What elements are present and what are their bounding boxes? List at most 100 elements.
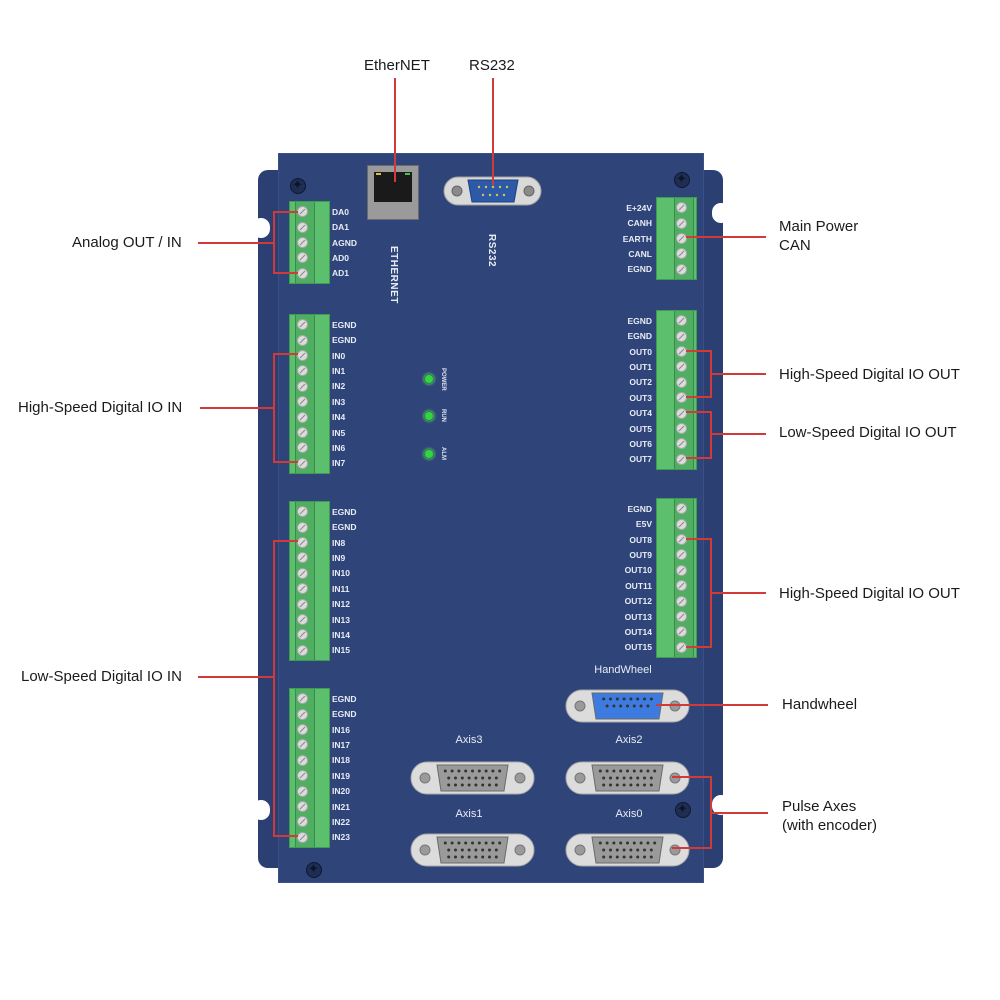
hs-out-1-callout: High-Speed Digital IO OUT xyxy=(779,366,960,383)
terminal-pin-label: IN10 xyxy=(332,568,350,579)
pulse-callout-line xyxy=(710,812,768,814)
terminal-screw xyxy=(297,380,308,392)
pulse-axes-callout: Pulse Axes (with encoder) xyxy=(782,797,877,835)
terminal-pin-label: EGND xyxy=(332,506,357,517)
terminal-pin-label: AGND xyxy=(332,237,358,248)
terminal-pin-label: IN5 xyxy=(332,427,346,438)
ethernet-port xyxy=(367,165,419,220)
terminal-screw xyxy=(297,267,308,279)
conn-axis1-shape xyxy=(410,833,535,867)
terminal-pin-label: OUT6 xyxy=(629,438,652,449)
terminal-pin-label: EGND xyxy=(627,503,652,514)
ethernet-callout: EtherNET xyxy=(364,57,430,74)
terminal-pin-label: IN14 xyxy=(332,629,350,640)
terminal-pin-label: IN15 xyxy=(332,645,350,656)
terminal-screw xyxy=(297,831,308,843)
terminal-screw xyxy=(676,361,687,373)
ls-in-bracket xyxy=(273,540,275,836)
hs-out-2-bracket-top xyxy=(686,538,711,540)
terminal-pin-label: DA1 xyxy=(332,222,350,233)
terminal-screw xyxy=(297,583,308,595)
terminal-screw xyxy=(297,754,308,766)
ethernet-board-label: ETHERNET xyxy=(388,246,399,304)
pulse-axes-callout-line1: Pulse Axes xyxy=(782,798,857,815)
terminal-screw xyxy=(297,537,308,548)
terminal-screw xyxy=(297,708,308,720)
hs-out-2-callout-line xyxy=(710,592,766,594)
terminal-screw xyxy=(676,248,687,260)
analog-bracket xyxy=(273,211,275,273)
axis3-connector-label: Axis3 xyxy=(455,734,483,746)
terminal-pin-label: IN6 xyxy=(332,442,346,453)
handwheel-callout-line xyxy=(656,704,768,706)
terminal-screw xyxy=(676,580,687,592)
mounting-notch xyxy=(252,218,270,238)
terminal-screw xyxy=(297,644,308,656)
analog-bracket-top xyxy=(273,211,298,213)
terminal-screw xyxy=(297,457,308,469)
hs-out-1-bracket-top xyxy=(686,350,711,352)
terminal-pin-label: IN22 xyxy=(332,816,350,827)
terminal-screw xyxy=(676,453,687,465)
terminal-screw xyxy=(297,629,308,641)
terminal-screw xyxy=(676,611,687,622)
terminal-screw xyxy=(297,614,308,625)
rs232-port xyxy=(443,176,542,206)
ls-in-bracket-top xyxy=(273,540,298,542)
axis0-connector-label: Axis0 xyxy=(615,808,643,820)
terminal-pin-label: IN23 xyxy=(332,832,350,843)
terminal-screw xyxy=(297,506,308,518)
terminal-pin-label: IN18 xyxy=(332,755,350,766)
terminal-pin-label: OUT1 xyxy=(629,361,652,372)
terminal-pin-label: EGND xyxy=(627,315,652,326)
main-power-callout-line2: CAN xyxy=(779,237,811,254)
ls-in-bracket-bottom xyxy=(273,835,298,837)
terminal-screw xyxy=(676,263,687,275)
terminal-screw xyxy=(676,423,687,434)
terminal-pin-label: IN21 xyxy=(332,801,350,812)
main-power-callout-line1: Main Power xyxy=(779,218,859,235)
terminal-pin-label: IN1 xyxy=(332,365,346,376)
terminal-screw xyxy=(676,564,687,576)
terminal-screw xyxy=(297,237,308,248)
ls-in-callout-line xyxy=(198,676,274,678)
terminal-pin-label: OUT4 xyxy=(629,408,652,419)
ls-in-callout: Low-Speed Digital IO IN xyxy=(21,668,182,685)
main-power-callout-line xyxy=(686,236,766,238)
terminal-screw xyxy=(297,801,308,812)
hs-in-bracket-bottom xyxy=(273,461,298,463)
terminal-pin-label: IN17 xyxy=(332,739,350,750)
terminal-pin-label: CANL xyxy=(628,248,652,259)
terminal-pin-label: IN20 xyxy=(332,786,350,797)
terminal-screw xyxy=(297,770,308,782)
terminal-pin-label: OUT14 xyxy=(624,626,652,637)
terminal-screw xyxy=(297,411,308,423)
terminal-screw xyxy=(676,626,687,638)
terminal-pin-label: OUT12 xyxy=(624,596,652,607)
main-power-callout: Main Power CAN xyxy=(779,217,858,255)
hs-in-bracket xyxy=(273,353,275,462)
terminal-screw xyxy=(676,315,687,327)
screw-icon xyxy=(290,177,306,194)
terminal-screw xyxy=(676,518,687,530)
terminal-screw xyxy=(676,233,687,244)
terminal-pin-label: EGND xyxy=(627,331,652,342)
terminal-pin-label: OUT15 xyxy=(624,642,652,653)
ls-out-bracket-bottom xyxy=(686,457,711,459)
ethernet-callout-line xyxy=(394,78,396,182)
terminal-screw xyxy=(297,427,308,438)
terminal-screw xyxy=(297,365,308,377)
terminal-pin-label: OUT7 xyxy=(629,454,652,465)
terminal-pin-label: OUT8 xyxy=(629,534,652,545)
rs232-board-label: RS232 xyxy=(486,234,497,268)
terminal-pin-label: OUT2 xyxy=(629,377,652,388)
terminal-pin-label: OUT0 xyxy=(629,346,652,357)
terminal-pin-label: OUT9 xyxy=(629,549,652,560)
terminal-screw xyxy=(676,549,687,561)
analog-bracket-bottom xyxy=(273,272,298,274)
terminal-screw xyxy=(297,319,308,331)
axis1-connector-label: Axis1 xyxy=(455,808,483,820)
ls-out-callout: Low-Speed Digital IO OUT xyxy=(779,424,957,441)
terminal-pin-label: IN19 xyxy=(332,770,350,781)
terminal-screw xyxy=(297,350,308,361)
